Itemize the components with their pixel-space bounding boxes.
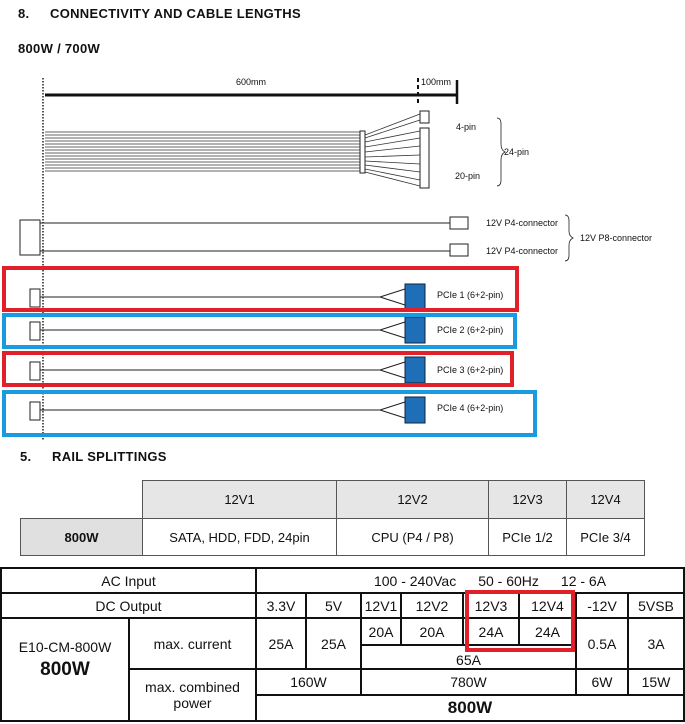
power-3v3-5v: 160W [255, 668, 362, 696]
pcie-connector-3 [404, 356, 426, 384]
dc-output-label: DC Output [0, 592, 257, 619]
current-1: 25A [305, 617, 362, 670]
ac-current: 12 - 6A [560, 572, 607, 589]
rail-cell-12v1: SATA, HDD, FDD, 24pin [142, 518, 337, 556]
current-7: 3A [627, 617, 685, 670]
dim-100mm: 100mm [421, 77, 452, 87]
highlight-pcie2 [2, 313, 517, 349]
pcie-connector-1 [404, 283, 426, 311]
ac-input-label: AC Input [0, 567, 257, 594]
pcie-psu-plug-1 [29, 288, 41, 308]
pcie-psu-plug-3 [29, 361, 41, 381]
label-20pin: 20-pin [455, 171, 481, 181]
label-p8: 12V P8-connector [580, 233, 653, 243]
max-power-label-line1: max. combined [145, 679, 240, 695]
label-pcie2: PCIe 2 (6+2-pin) [437, 325, 504, 335]
rail-2: 12V1 [360, 592, 402, 619]
section5-title: RAIL SPLITTINGS [52, 449, 167, 464]
label-pcie4: PCIe 4 (6+2-pin) [437, 403, 504, 413]
label-24pin: 24-pin [504, 147, 530, 157]
ac-voltage: 100 - 240Vac [373, 572, 457, 589]
power-12v: 780W [360, 668, 577, 696]
current-2: 20A [360, 617, 402, 646]
rail-6: -12V [575, 592, 629, 619]
label-p4-b: 12V P4-connector [486, 246, 559, 256]
pcie-connector-4 [404, 396, 426, 424]
highlight-pcie1 [2, 266, 519, 312]
max-power-label: max. combined power [128, 668, 257, 722]
rail-cell-12v4: PCIe 3/4 [566, 518, 645, 556]
highlight-pcie3 [2, 351, 514, 387]
section-number: 8. [18, 6, 30, 21]
power-5vsb: 15W [627, 668, 685, 696]
rail-7: 5VSB [627, 592, 685, 619]
current-6: 0.5A [575, 617, 629, 670]
label-p4-a: 12V P4-connector [486, 218, 559, 228]
power-minus12v: 6W [575, 668, 629, 696]
section5-number: 5. [20, 449, 32, 464]
label-pcie3: PCIe 3 (6+2-pin) [437, 365, 504, 375]
model-wattage: 800W [40, 658, 90, 680]
total-power: 800W [255, 694, 685, 722]
max-current-label: max. current [128, 617, 257, 670]
cable-diagram [2, 78, 574, 440]
rail-header-12v1: 12V1 [142, 480, 337, 519]
pcie-connector-2 [404, 316, 426, 344]
pcie-psu-plug-2 [29, 321, 41, 341]
rail-3: 12V2 [400, 592, 464, 619]
rail-cell-12v2: CPU (P4 / P8) [336, 518, 489, 556]
rail-row-label: 800W [20, 518, 143, 556]
ac-frequency: 50 - 60Hz [478, 572, 539, 589]
model-name: E10-CM-800W [18, 638, 112, 655]
model-subtitle: 800W / 700W [18, 41, 101, 56]
label-4pin: 4-pin [456, 122, 477, 132]
current-0: 25A [255, 617, 307, 670]
rail-header-12v4: 12V4 [566, 480, 645, 519]
pcie-psu-plug-4 [29, 401, 41, 421]
max-power-label-line2: power [173, 695, 212, 711]
highlight-pcie4 [2, 390, 537, 437]
model-cell: E10-CM-800W 800W [0, 617, 130, 722]
label-pcie1: PCIe 1 (6+2-pin) [437, 290, 504, 300]
current-3: 20A [400, 617, 464, 646]
rail-cell-12v3: PCIe 1/2 [488, 518, 567, 556]
rail-header-12v2: 12V2 [336, 480, 489, 519]
rail-1: 5V [305, 592, 362, 619]
rail-header-12v3: 12V3 [488, 480, 567, 519]
rail-0: 3.3V [255, 592, 307, 619]
section-title: CONNECTIVITY AND CABLE LENGTHS [50, 6, 301, 21]
dim-600mm: 600mm [236, 77, 267, 87]
highlight-12v3-12v4 [465, 590, 575, 652]
